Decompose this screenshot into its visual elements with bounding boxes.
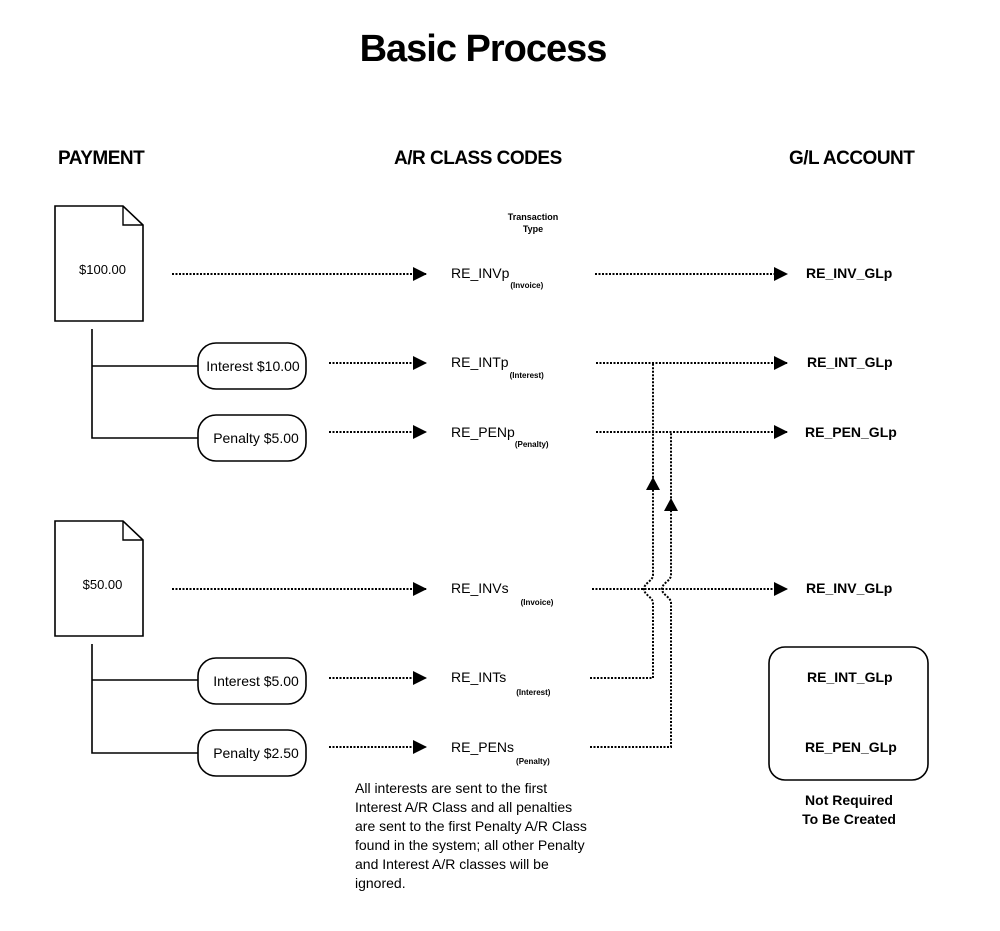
penalty-pill: [197, 729, 307, 777]
pill-label: Penalty $5.00: [213, 430, 299, 446]
column-heading-payment: PAYMENT: [58, 148, 145, 169]
ar-class-code: RE_INVp(Invoice): [451, 265, 543, 290]
pill-label: Interest $5.00: [213, 673, 299, 689]
interest-pill: [197, 342, 307, 390]
arrow-up-icon: [664, 498, 678, 511]
transaction-type-label-line: Transaction: [507, 212, 559, 222]
penalty-pill: [197, 414, 307, 462]
gl-account: RE_INV_GLp: [806, 580, 893, 596]
gl-account: RE_INV_GLp: [806, 265, 893, 281]
caption-line: To Be Created: [802, 811, 896, 827]
redirect-path-penalty: [590, 432, 672, 748]
gl-account-not-required: RE_PEN_GLp: [805, 739, 897, 755]
ar-code-text: RE_INVp: [451, 265, 510, 281]
ar-code-type: (Penalty): [514, 440, 549, 449]
tree-connector: [91, 329, 198, 439]
pill-label: Penalty $2.50: [213, 745, 299, 761]
caption-line: Not Required: [805, 792, 893, 808]
payment-document-icon: [54, 205, 144, 322]
ar-code-type: (Interest): [509, 371, 544, 380]
column-heading-gl-account: G/L ACCOUNT: [789, 148, 915, 169]
pill-label: Interest $10.00: [206, 358, 300, 374]
ar-class-code: RE_INVs (Invoice): [451, 580, 553, 607]
not-required-box: [768, 646, 929, 781]
gl-account: RE_PEN_GLp: [805, 424, 897, 440]
ar-class-code: RE_PENs(Penalty): [451, 739, 550, 766]
tree-connector: [91, 644, 198, 754]
footnote: All interests are sent to the first Inte…: [355, 780, 587, 891]
redirect-path-interest: [590, 363, 654, 679]
column-heading-ar-class-codes: A/R CLASS CODES: [394, 148, 562, 169]
ar-code-text: RE_INTs: [451, 669, 507, 685]
ar-code-text: RE_PENp: [451, 424, 515, 440]
gl-account-not-required: RE_INT_GLp: [807, 669, 893, 685]
ar-code-type: (Invoice): [510, 281, 544, 290]
gl-account: RE_INT_GLp: [807, 354, 893, 370]
ar-code-text: RE_PENs: [451, 739, 515, 755]
page-title: Basic Process: [359, 28, 608, 70]
ar-code-type: (Invoice): [520, 598, 554, 607]
payment-amount: $50.00: [82, 577, 123, 592]
payment-amount: $100.00: [79, 262, 126, 277]
interest-pill: [197, 657, 307, 705]
not-required-caption: Not Required To Be Created: [769, 791, 929, 829]
ar-code-text: RE_INVs: [451, 580, 509, 596]
ar-class-code: RE_INTp(Interest): [451, 354, 544, 380]
transaction-type-label: Transaction Type: [498, 211, 568, 235]
ar-class-code: RE_INTs (Interest): [451, 669, 550, 697]
ar-code-text: RE_INTp: [451, 354, 509, 370]
arrow-up-icon: [646, 477, 660, 490]
ar-code-type: (Interest): [516, 688, 551, 697]
payment-document-icon: [54, 520, 144, 637]
ar-class-code: RE_PENp(Penalty): [451, 424, 549, 449]
transaction-type-label-line: Type: [522, 224, 544, 234]
ar-code-type: (Penalty): [516, 757, 550, 766]
